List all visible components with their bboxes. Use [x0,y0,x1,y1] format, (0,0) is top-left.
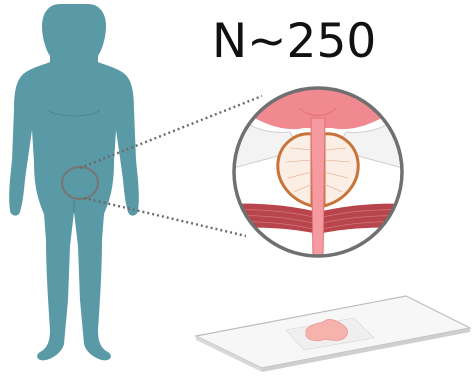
zoom-line-lower [84,198,246,236]
human-body-icon [9,4,139,360]
sample-count-label: N~250 [212,14,412,70]
histology-slide-icon [196,296,470,372]
